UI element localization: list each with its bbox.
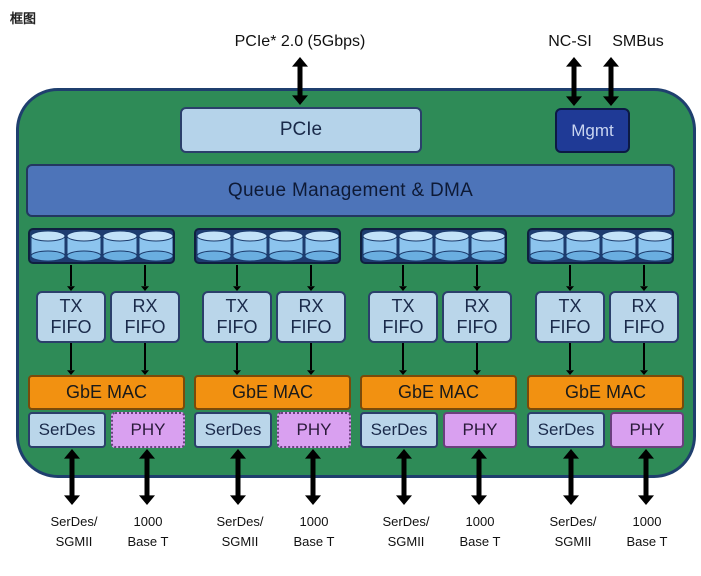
queue-to-rx-arrow-head — [307, 286, 315, 291]
rx-to-mac-arrow-head — [141, 370, 149, 375]
queue-cylinder — [138, 230, 173, 262]
queue-cylinders — [30, 230, 173, 262]
queue-cylinder — [470, 230, 505, 262]
queue-to-tx-arrow-head — [566, 286, 574, 291]
serdes-port-arrow-head-up — [64, 449, 80, 459]
ncsi-arrow-head-up — [566, 57, 582, 67]
pcie-bus-label: PCIe* 2.0 (5Gbps) — [234, 33, 366, 50]
gbe-mac: GbE MAC — [360, 375, 517, 410]
tx-to-mac-arrow-head — [233, 370, 241, 375]
mgmt-block: Mgmt — [555, 108, 630, 153]
serdes-port-arrow-head-up — [396, 449, 412, 459]
serdes-port-arrow-head-up — [563, 449, 579, 459]
serdes-block: SerDes — [360, 412, 438, 448]
serdes-port-label: SerDes/SGMII — [382, 514, 430, 549]
serdes-port-label: SerDes/SGMII — [216, 514, 264, 549]
ncsi-arrow-head-down — [566, 96, 582, 106]
queue-cylinders — [362, 230, 505, 262]
serdes-port-arrow-head-down — [396, 495, 412, 505]
queue-cylinder — [529, 230, 565, 262]
tx-to-mac-arrow-head — [67, 370, 75, 375]
queue-to-rx-arrow-head — [473, 286, 481, 291]
phy-block: PHY — [111, 412, 185, 448]
phy-block: PHY — [443, 412, 517, 448]
serdes-port-arrow-head-down — [230, 495, 246, 505]
page-label: 框图 — [10, 11, 37, 26]
serdes-port-arrow-head-down — [563, 495, 579, 505]
queue-cylinders — [529, 230, 672, 262]
phy-port-arrow-head-up — [139, 449, 155, 459]
phy-port-arrow-head-down — [305, 495, 321, 505]
queue-to-tx-arrow-head — [67, 286, 75, 291]
tx-to-mac-arrow-head — [566, 370, 574, 375]
queue-strip — [194, 228, 341, 264]
phy-port-arrow-head-down — [139, 495, 155, 505]
queue-cylinders — [196, 230, 339, 262]
serdes-port-arrow-head-up — [230, 449, 246, 459]
phy-port-arrow-head-down — [638, 495, 654, 505]
gbe-mac: GbE MAC — [527, 375, 684, 410]
queue-cylinder — [565, 230, 601, 262]
pcie-bus-arrow-head-down — [292, 95, 308, 105]
rx-to-mac-arrow-head — [473, 370, 481, 375]
smbus-arrow-head-down — [603, 96, 619, 106]
rx-to-mac-arrow-head — [307, 370, 315, 375]
queue-cylinder — [196, 230, 232, 262]
queue-cylinder — [268, 230, 304, 262]
pcie-block: PCIe — [180, 107, 422, 153]
phy-port-arrow-head-up — [305, 449, 321, 459]
queue-dma-block: Queue Management & DMA — [26, 164, 675, 217]
serdes-port-label: SerDes/SGMII — [50, 514, 98, 549]
pcie-bus-arrow-head-up — [292, 57, 308, 67]
queue-cylinder — [637, 230, 672, 262]
serdes-block: SerDes — [28, 412, 106, 448]
queue-cylinder — [434, 230, 470, 262]
smbus-label: SMBus — [612, 33, 664, 50]
queue-cylinder — [304, 230, 339, 262]
phy-block: PHY — [610, 412, 684, 448]
phy-port-arrow-head-up — [638, 449, 654, 459]
queue-cylinder — [102, 230, 138, 262]
serdes-port-arrow-head-down — [64, 495, 80, 505]
serdes-port-label: SerDes/SGMII — [549, 514, 597, 549]
queue-to-rx-arrow-head — [640, 286, 648, 291]
serdes-block: SerDes — [194, 412, 272, 448]
queue-cylinder — [30, 230, 66, 262]
tx-to-mac-arrow-head — [399, 370, 407, 375]
queue-cylinder — [66, 230, 102, 262]
serdes-block: SerDes — [527, 412, 605, 448]
smbus-arrow-head-up — [603, 57, 619, 67]
queue-strip — [28, 228, 175, 264]
phy-port-arrow-head-up — [471, 449, 487, 459]
queue-cylinder — [398, 230, 434, 262]
gbe-mac: GbE MAC — [28, 375, 185, 410]
queue-to-rx-arrow-head — [141, 286, 149, 291]
ncsi-label: NC-SI — [548, 33, 592, 50]
queue-strip — [527, 228, 674, 264]
queue-cylinder — [362, 230, 398, 262]
phy-port-arrow-head-down — [471, 495, 487, 505]
queue-to-tx-arrow-head — [399, 286, 407, 291]
queue-strip — [360, 228, 507, 264]
queue-cylinder — [601, 230, 637, 262]
gbe-mac: GbE MAC — [194, 375, 351, 410]
phy-block: PHY — [277, 412, 351, 448]
queue-to-tx-arrow-head — [233, 286, 241, 291]
queue-cylinder — [232, 230, 268, 262]
rx-to-mac-arrow-head — [640, 370, 648, 375]
